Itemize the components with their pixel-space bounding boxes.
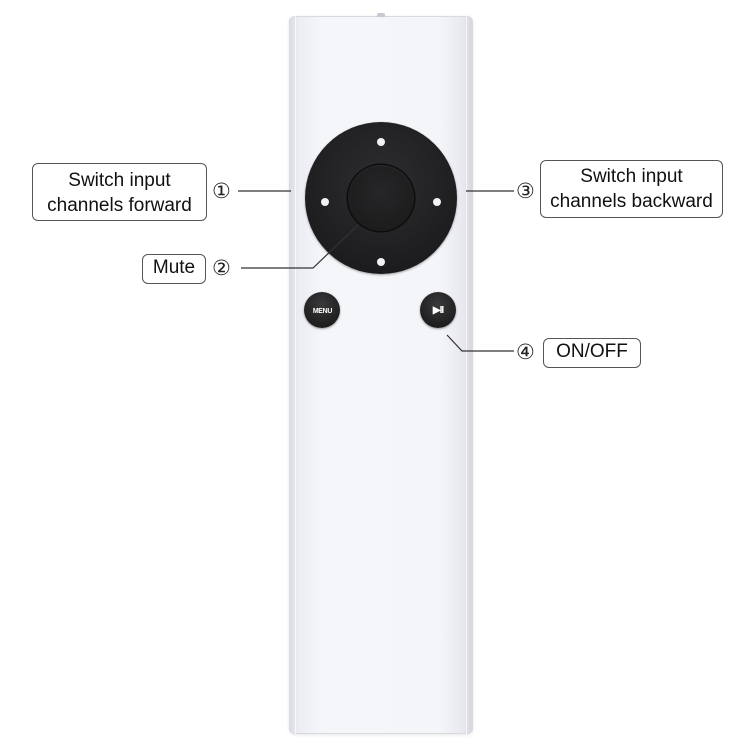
annotation-2-line-1: Mute [152, 257, 196, 278]
annotation-2-number: ② [212, 257, 231, 280]
annotation-3-line-1: Switch input [580, 166, 683, 187]
annotation-2-box: Mute [142, 254, 206, 284]
play-pause-button[interactable]: ▶II [420, 292, 456, 328]
center-select-button[interactable] [348, 165, 414, 231]
navigation-ring[interactable] [305, 122, 457, 274]
annotation-3-number: ③ [516, 180, 535, 203]
annotation-1-number: ① [212, 180, 231, 203]
annotation-1-line-2: channels forward [47, 195, 192, 216]
ir-window [377, 13, 385, 17]
up-button[interactable] [377, 138, 385, 146]
menu-button[interactable]: MENU [304, 292, 340, 328]
play-pause-icon: ▶II [432, 304, 444, 316]
menu-button-label: MENU [312, 305, 332, 315]
left-button[interactable] [321, 198, 329, 206]
annotation-3-line-2: channels backward [550, 191, 713, 212]
annotation-3-box: Switch input channels backward [540, 160, 723, 218]
annotation-4-box: ON/OFF [543, 338, 641, 368]
down-button[interactable] [377, 258, 385, 266]
remote-edge-highlight [295, 16, 467, 734]
remote-control: MENU ▶II [289, 13, 473, 734]
annotation-1-box: Switch input channels forward [32, 163, 207, 221]
annotation-1-line-1: Switch input [68, 170, 171, 191]
annotation-4-number: ④ [516, 341, 535, 364]
right-button[interactable] [433, 198, 441, 206]
annotation-4-line-1: ON/OFF [556, 341, 628, 362]
